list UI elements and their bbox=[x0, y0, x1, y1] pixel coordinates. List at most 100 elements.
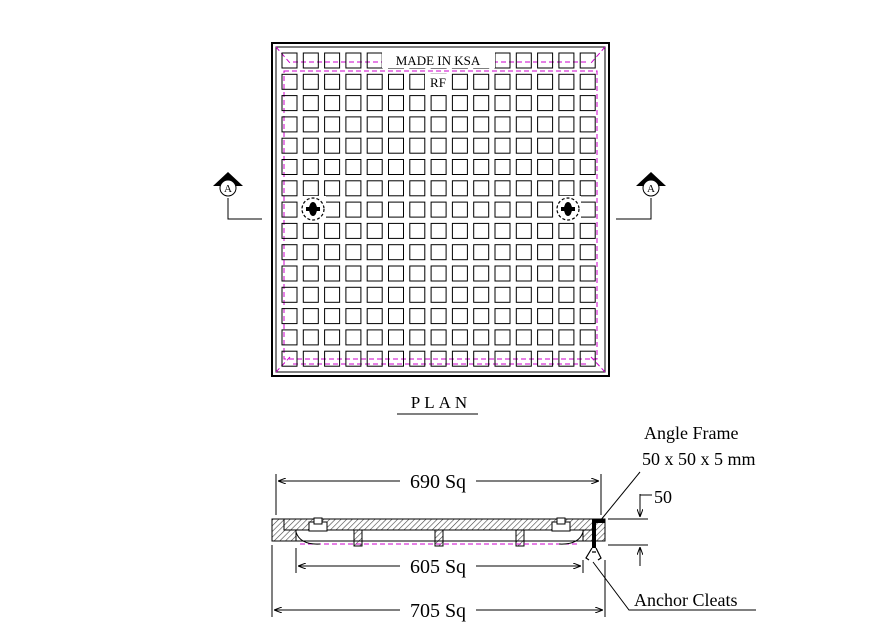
grid-opening bbox=[302, 137, 319, 154]
plate-text-mask bbox=[382, 52, 495, 68]
grid-opening bbox=[281, 222, 298, 239]
grid-opening bbox=[473, 286, 490, 303]
grid-opening bbox=[515, 350, 532, 367]
grid-opening bbox=[302, 350, 319, 367]
grid-opening bbox=[494, 329, 511, 346]
plan-outer-frame bbox=[271, 42, 610, 377]
grid-opening bbox=[430, 244, 447, 261]
grid-opening bbox=[345, 222, 362, 239]
grid-opening bbox=[281, 180, 298, 197]
grid-opening bbox=[494, 137, 511, 154]
angle-frame bbox=[592, 519, 605, 548]
grid-opening bbox=[451, 159, 468, 175]
grid-opening bbox=[451, 180, 468, 197]
grid-opening bbox=[473, 159, 490, 175]
grid-opening bbox=[281, 244, 298, 261]
grid-opening bbox=[388, 222, 404, 239]
grid-opening bbox=[388, 116, 404, 133]
grid-opening bbox=[366, 286, 383, 303]
grid-opening bbox=[537, 222, 554, 239]
grid-opening bbox=[558, 308, 575, 325]
grid-opening bbox=[579, 73, 596, 90]
grid-opening bbox=[430, 265, 447, 282]
grid-opening bbox=[409, 286, 426, 303]
section-lift-pocket-right bbox=[551, 517, 584, 545]
grid-opening bbox=[451, 244, 468, 261]
grid-opening bbox=[366, 265, 383, 282]
grid-opening bbox=[494, 244, 511, 261]
grid-opening bbox=[473, 329, 490, 346]
grid-opening bbox=[494, 286, 511, 303]
grid-opening bbox=[366, 222, 383, 239]
grid-opening bbox=[324, 244, 341, 261]
angle-frame-size: 50 x 50 x 5 mm bbox=[642, 449, 756, 469]
grid-opening bbox=[388, 73, 404, 90]
grid-opening bbox=[537, 116, 554, 133]
section-marker-right-label: A bbox=[647, 183, 655, 195]
grid-opening bbox=[345, 137, 362, 154]
plan-grid bbox=[281, 52, 596, 367]
grid-opening bbox=[409, 201, 426, 218]
grid-opening bbox=[537, 180, 554, 197]
grid-opening bbox=[388, 159, 404, 175]
section-marker-right: A bbox=[616, 172, 666, 220]
plan-title: PLAN bbox=[411, 393, 471, 412]
grid-opening bbox=[579, 201, 596, 218]
grid-opening bbox=[494, 180, 511, 197]
grid-opening bbox=[579, 244, 596, 261]
grid-opening bbox=[409, 329, 426, 346]
grid-opening bbox=[537, 52, 554, 69]
grid-opening bbox=[345, 159, 362, 175]
grid-opening bbox=[515, 73, 532, 90]
grid-opening bbox=[494, 201, 511, 218]
grid-opening bbox=[579, 265, 596, 282]
angle-frame-label: Angle Frame bbox=[644, 423, 738, 443]
lifting-keyhole-right bbox=[555, 196, 581, 222]
grid-opening bbox=[558, 265, 575, 282]
grid-opening bbox=[281, 201, 298, 218]
grid-opening bbox=[345, 116, 362, 133]
grid-opening bbox=[409, 95, 426, 112]
grid-opening bbox=[537, 201, 554, 218]
grid-opening bbox=[345, 308, 362, 325]
grid-opening bbox=[302, 159, 319, 175]
grid-opening bbox=[388, 244, 404, 261]
grid-opening bbox=[579, 286, 596, 303]
grid-opening bbox=[366, 350, 383, 367]
grid-opening bbox=[324, 350, 341, 367]
grid-opening bbox=[579, 159, 596, 175]
grid-opening bbox=[430, 159, 447, 175]
grid-opening bbox=[345, 95, 362, 112]
dim-depth-label: 50 bbox=[654, 487, 672, 507]
section-rib-2 bbox=[434, 529, 444, 547]
grid-opening bbox=[324, 180, 341, 197]
grid-opening bbox=[473, 265, 490, 282]
grid-opening bbox=[451, 265, 468, 282]
section-marker-left: A bbox=[213, 172, 262, 220]
grid-opening bbox=[430, 137, 447, 154]
grid-opening bbox=[515, 329, 532, 346]
grid-opening bbox=[473, 222, 490, 239]
section-lift-pocket-left bbox=[295, 517, 328, 545]
grid-opening bbox=[558, 159, 575, 175]
grid-opening bbox=[366, 329, 383, 346]
grid-opening bbox=[324, 137, 341, 154]
grid-opening bbox=[558, 244, 575, 261]
grid-opening bbox=[515, 222, 532, 239]
grid-opening bbox=[515, 244, 532, 261]
grid-opening bbox=[430, 95, 447, 112]
grid-opening bbox=[537, 95, 554, 112]
grid-opening bbox=[281, 159, 298, 175]
grid-opening bbox=[366, 159, 383, 175]
grid-opening bbox=[537, 329, 554, 346]
plan-inner-frame bbox=[275, 46, 606, 373]
grid-opening bbox=[324, 329, 341, 346]
dim-depth: 50 bbox=[608, 487, 672, 566]
grid-opening bbox=[388, 201, 404, 218]
grid-opening bbox=[579, 116, 596, 133]
grid-opening bbox=[409, 73, 426, 90]
grid-opening bbox=[366, 137, 383, 154]
grid-opening bbox=[515, 265, 532, 282]
grid-opening bbox=[430, 329, 447, 346]
